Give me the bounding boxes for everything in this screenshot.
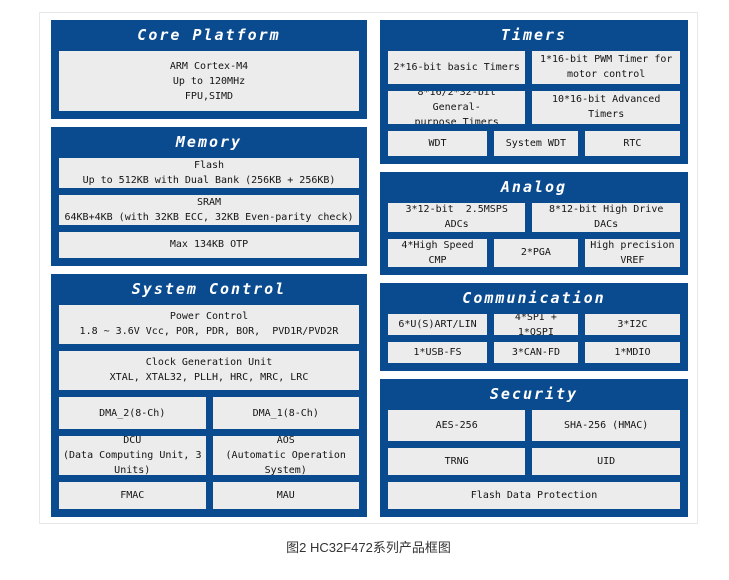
section-system-control: System Control Power Control 1.8 ~ 3.6V … — [51, 274, 367, 517]
security-row-1: AES-256 SHA-256 (HMAC) — [388, 410, 680, 442]
fmac-mau-row: FMAC MAU — [59, 482, 359, 509]
aos-block: AOS (Automatic Operation System) — [212, 436, 359, 476]
trng-block: TRNG — [388, 448, 526, 476]
clock-generation-block: Clock Generation Unit XTAL, XTAL32, PLLH… — [59, 350, 359, 390]
communication-row-2: 1*USB-FS 3*CAN-FD 1*MDIO — [388, 342, 680, 363]
section-communication: Communication 6*U(S)ART/LIN 4*SPI + 1*QS… — [380, 283, 688, 371]
dcu-block: DCU (Data Computing Unit, 3 Units) — [59, 436, 206, 476]
fmac-block: FMAC — [59, 482, 206, 509]
dma2-block: DMA_2(8-Ch) — [59, 396, 206, 430]
security-row-3: Flash Data Protection — [388, 482, 680, 509]
figure-caption: 图2 HC32F472系列产品框图 — [286, 540, 451, 555]
can-block: 3*CAN-FD — [493, 342, 578, 363]
dma-row: DMA_2(8-Ch) DMA_1(8-Ch) — [59, 396, 359, 430]
timers-title: Timers — [500, 26, 568, 44]
timers-row-2: 8*16/2*32-bit General- purpose Timers 10… — [388, 90, 680, 124]
adc-block: 3*12-bit 2.5MSPS ADCs — [388, 203, 526, 232]
memory-title: Memory — [175, 133, 243, 151]
system-control-title: System Control — [131, 280, 287, 298]
pga-block: 2*PGA — [493, 238, 578, 267]
section-core-platform: Core Platform ARM Cortex-M4 Up to 120MHz… — [51, 20, 367, 119]
right-column: Timers 2*16-bit basic Timers 1*16-bit PW… — [380, 20, 688, 517]
section-security: Security AES-256 SHA-256 (HMAC) TRNG UID… — [380, 379, 688, 517]
advanced-timers-block: 10*16-bit Advanced Timers — [532, 90, 680, 124]
block-diagram-frame: Core Platform ARM Cortex-M4 Up to 120MHz… — [39, 12, 698, 524]
section-timers: Timers 2*16-bit basic Timers 1*16-bit PW… — [380, 20, 688, 164]
communication-title: Communication — [462, 289, 606, 307]
timers-row-3: WDT System WDT RTC — [388, 130, 680, 156]
dma1-block: DMA_1(8-Ch) — [212, 396, 359, 430]
pwm-timer-block: 1*16-bit PWM Timer for motor control — [532, 51, 680, 84]
analog-row-2: 4*High Speed CMP 2*PGA High precision VR… — [388, 238, 680, 267]
vref-block: High precision VREF — [584, 238, 680, 267]
security-row-2: TRNG UID — [388, 448, 680, 476]
general-purpose-timers-block: 8*16/2*32-bit General- purpose Timers — [388, 90, 526, 124]
usart-block: 6*U(S)ART/LIN — [388, 314, 487, 335]
timers-row-1: 2*16-bit basic Timers 1*16-bit PWM Timer… — [388, 51, 680, 84]
mdio-block: 1*MDIO — [584, 342, 680, 363]
mau-block: MAU — [212, 482, 359, 509]
dac-block: 8*12-bit High Drive DACs — [532, 203, 680, 232]
otp-block: Max 134KB OTP — [59, 231, 359, 258]
core-platform-title: Core Platform — [137, 26, 281, 44]
sha-block: SHA-256 (HMAC) — [532, 410, 680, 442]
security-title: Security — [489, 385, 579, 403]
flash-protection-block: Flash Data Protection — [388, 482, 680, 509]
rtc-block: RTC — [584, 130, 680, 156]
analog-row-1: 3*12-bit 2.5MSPS ADCs 8*12-bit High Driv… — [388, 203, 680, 232]
system-wdt-block: System WDT — [493, 130, 578, 156]
power-control-block: Power Control 1.8 ~ 3.6V Vcc, POR, PDR, … — [59, 305, 359, 344]
section-analog: Analog 3*12-bit 2.5MSPS ADCs 8*12-bit Hi… — [380, 172, 688, 275]
communication-row-1: 6*U(S)ART/LIN 4*SPI + 1*QSPI 3*I2C — [388, 314, 680, 335]
flash-block: Flash Up to 512KB with Dual Bank (256KB … — [59, 158, 359, 188]
uid-block: UID — [532, 448, 680, 476]
left-column: Core Platform ARM Cortex-M4 Up to 120MHz… — [51, 20, 367, 517]
cmp-block: 4*High Speed CMP — [388, 238, 487, 267]
i2c-block: 3*I2C — [584, 314, 680, 335]
figure-page: Core Platform ARM Cortex-M4 Up to 120MHz… — [0, 12, 729, 580]
spi-block: 4*SPI + 1*QSPI — [493, 314, 578, 335]
usb-block: 1*USB-FS — [388, 342, 487, 363]
section-memory: Memory Flash Up to 512KB with Dual Bank … — [51, 127, 367, 266]
aes-block: AES-256 — [388, 410, 526, 442]
cpu-block: ARM Cortex-M4 Up to 120MHz FPU,SIMD — [59, 51, 359, 111]
basic-timers-block: 2*16-bit basic Timers — [388, 51, 526, 84]
wdt-block: WDT — [388, 130, 487, 156]
analog-title: Analog — [500, 178, 568, 196]
dcu-aos-row: DCU (Data Computing Unit, 3 Units) AOS (… — [59, 436, 359, 476]
sram-block: SRAM 64KB+4KB (with 32KB ECC, 32KB Even-… — [59, 194, 359, 225]
